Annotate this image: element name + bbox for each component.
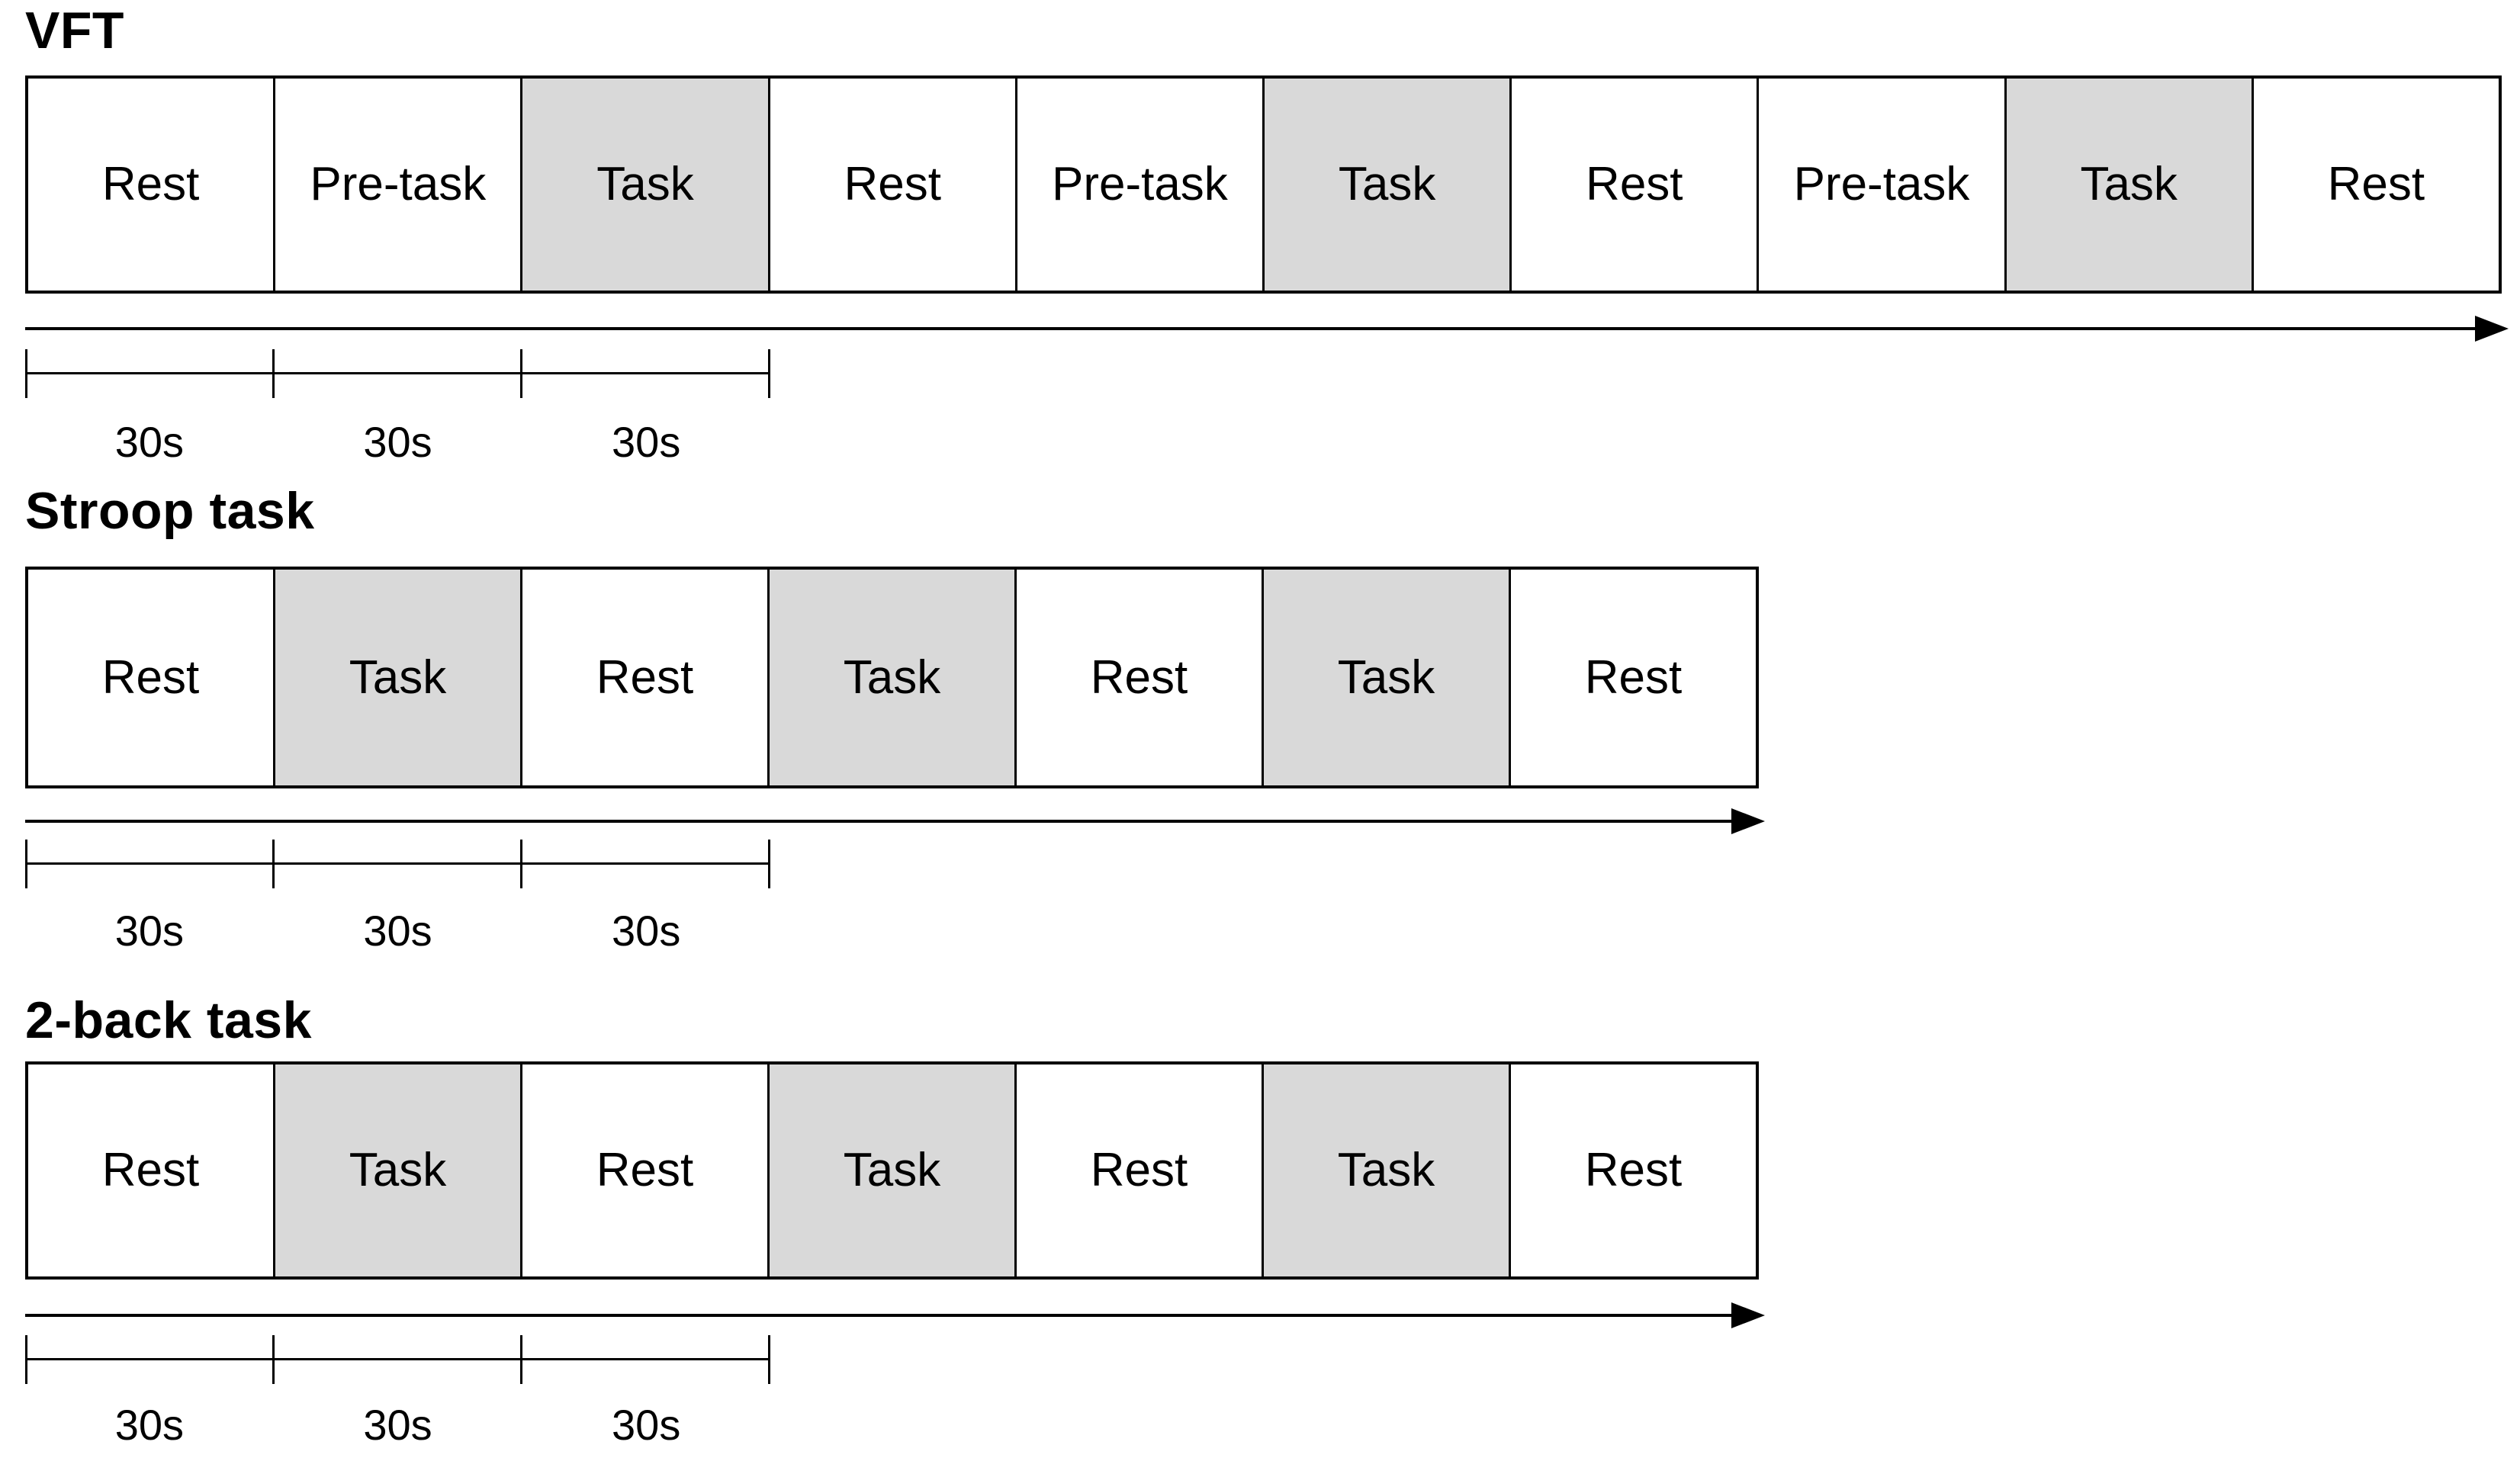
vft-duration-ruler	[25, 349, 770, 398]
ruler-line	[25, 862, 770, 865]
block-task: Task	[770, 570, 1014, 785]
stroop-section-title: Stroop task	[25, 482, 315, 540]
ruler-tick	[25, 840, 27, 888]
block-rest: Rest	[1017, 1064, 1262, 1276]
ruler-tick	[520, 840, 522, 888]
nback-section-title: 2-back task	[25, 991, 312, 1049]
vft-time-arrow	[25, 327, 2475, 330]
ruler-tick	[768, 840, 770, 888]
vft-duration-labels: 30s 30s 30s	[25, 419, 770, 466]
ruler-tick	[25, 1335, 27, 1384]
vft-section-title: VFT	[25, 2, 124, 59]
duration-label: 30s	[612, 1401, 681, 1449]
nback-arrowhead-icon	[1731, 1302, 1765, 1328]
block-pre-task: Pre-task	[1759, 79, 2004, 291]
block-rest: Rest	[1511, 1064, 1756, 1276]
duration-label: 30s	[114, 1401, 184, 1449]
ruler-line	[25, 1358, 770, 1360]
block-pre-task: Pre-task	[275, 79, 521, 291]
nback-block-row: Rest Task Rest Task Rest Task Rest	[25, 1061, 1759, 1280]
stroop-duration-labels: 30s 30s 30s	[25, 907, 770, 955]
stroop-time-arrow	[25, 820, 1731, 823]
block-pre-task: Pre-task	[1017, 79, 1262, 291]
ruler-tick	[768, 1335, 770, 1384]
block-task: Task	[1265, 79, 1510, 291]
block-task: Task	[1264, 570, 1509, 785]
ruler-tick	[25, 349, 27, 398]
duration-label: 30s	[363, 907, 432, 955]
block-rest: Rest	[1512, 79, 1757, 291]
block-rest: Rest	[522, 570, 767, 785]
stroop-arrowhead-icon	[1731, 808, 1765, 834]
block-rest: Rest	[1511, 570, 1756, 785]
nback-duration-ruler	[25, 1335, 770, 1384]
nback-duration-labels: 30s 30s 30s	[25, 1402, 770, 1449]
vft-arrowhead-icon	[2475, 316, 2509, 342]
block-task: Task	[1264, 1064, 1509, 1276]
nback-time-arrow	[25, 1314, 1731, 1317]
ruler-tick	[272, 1335, 275, 1384]
stroop-block-row: Rest Task Rest Task Rest Task Rest	[25, 567, 1759, 788]
ruler-tick	[520, 349, 522, 398]
block-rest: Rest	[770, 79, 1015, 291]
ruler-tick	[520, 1335, 522, 1384]
duration-label: 30s	[612, 907, 681, 955]
block-rest: Rest	[1017, 570, 1262, 785]
block-task: Task	[2006, 79, 2252, 291]
ruler-tick	[272, 349, 275, 398]
ruler-line	[25, 372, 770, 374]
duration-label: 30s	[363, 1401, 432, 1449]
block-task: Task	[522, 79, 768, 291]
block-rest: Rest	[28, 570, 273, 785]
block-rest: Rest	[28, 1064, 273, 1276]
duration-label: 30s	[612, 418, 681, 466]
block-task: Task	[275, 570, 520, 785]
block-rest: Rest	[522, 1064, 767, 1276]
vft-block-row: Rest Pre-task Task Rest Pre-task Task Re…	[25, 75, 2502, 294]
duration-label: 30s	[114, 418, 184, 466]
ruler-tick	[272, 840, 275, 888]
duration-label: 30s	[114, 907, 184, 955]
block-rest: Rest	[2253, 79, 2499, 291]
ruler-tick	[768, 349, 770, 398]
block-task: Task	[770, 1064, 1014, 1276]
block-rest: Rest	[28, 79, 274, 291]
block-task: Task	[275, 1064, 520, 1276]
stroop-duration-ruler	[25, 840, 770, 888]
duration-label: 30s	[363, 418, 432, 466]
